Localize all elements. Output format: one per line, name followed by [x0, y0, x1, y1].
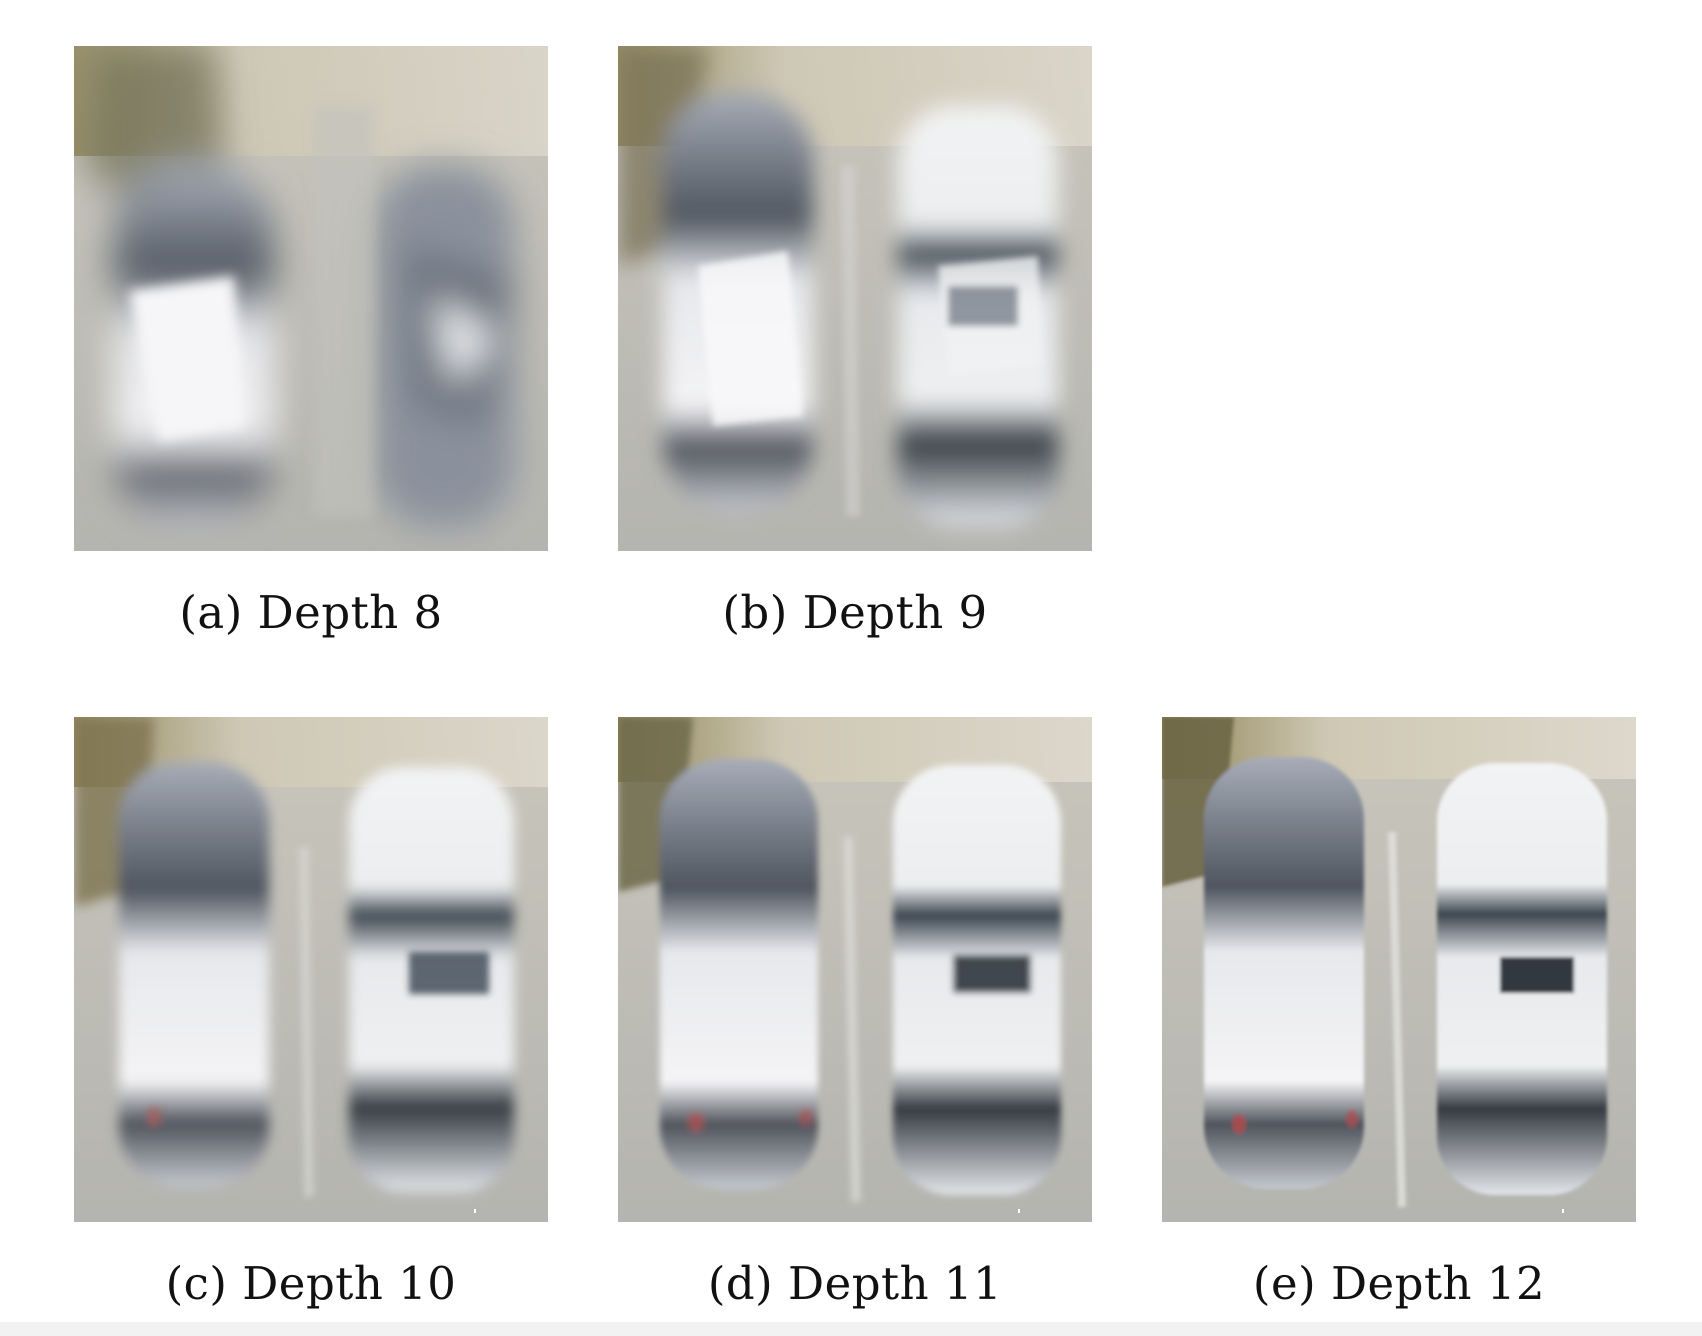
page-bottom-edge — [0, 1322, 1702, 1336]
depth-8-image — [74, 46, 548, 551]
depth-12-image — [1162, 717, 1636, 1222]
figure-a: (a) Depth 8 — [74, 46, 548, 639]
caption-e: (e) Depth 12 — [1252, 1257, 1546, 1310]
figure-c: (c) Depth 10 — [74, 717, 548, 1310]
depth-9-image — [618, 46, 1092, 551]
depth-10-image — [74, 717, 548, 1222]
caption-c: (c) Depth 10 — [165, 1257, 457, 1310]
figure-b: (b) Depth 9 — [618, 46, 1092, 639]
caption-b: (b) Depth 9 — [722, 586, 988, 639]
figure-e: (e) Depth 12 — [1162, 717, 1636, 1310]
depth-11-image — [618, 717, 1092, 1222]
caption-a: (a) Depth 8 — [179, 586, 443, 639]
caption-d: (d) Depth 11 — [707, 1257, 1003, 1310]
figure-d: (d) Depth 11 — [618, 717, 1092, 1310]
